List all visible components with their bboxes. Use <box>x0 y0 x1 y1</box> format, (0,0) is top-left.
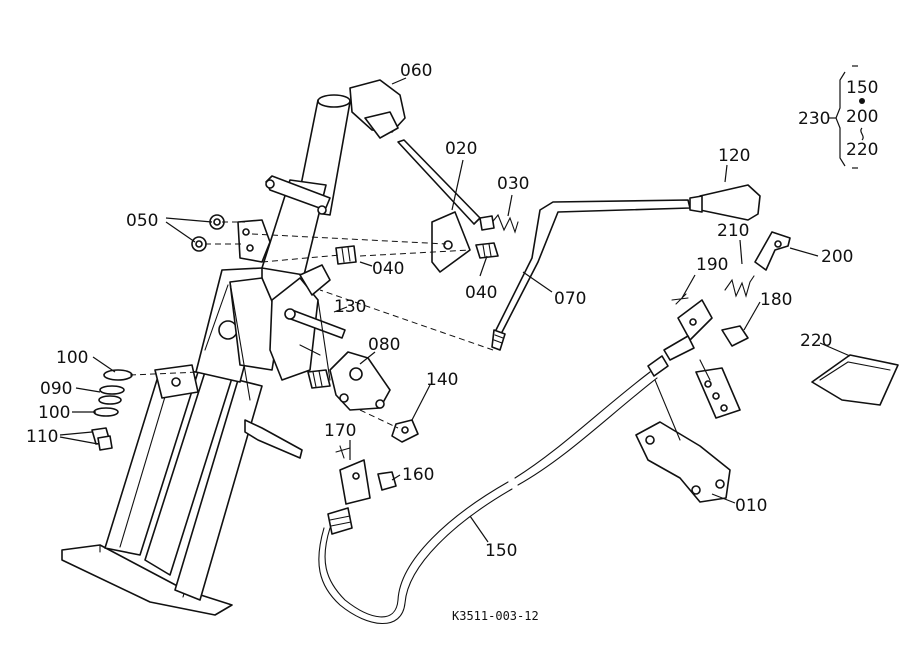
label-060: 060 <box>400 61 432 81</box>
label-100-bottom: 100 <box>38 403 70 423</box>
label-070: 070 <box>554 289 586 309</box>
lever-linkage <box>191 79 519 273</box>
label-040-left: 040 <box>372 259 404 279</box>
label-210: 210 <box>717 221 749 241</box>
label-140: 140 <box>426 370 458 390</box>
kit-parent-label: 230 <box>798 109 830 129</box>
label-020: 020 <box>445 139 477 159</box>
label-090: 090 <box>40 379 72 399</box>
cable-assembly <box>635 231 899 503</box>
label-190: 190 <box>696 255 728 275</box>
label-160: 160 <box>402 465 434 485</box>
label-150: 150 <box>485 541 517 561</box>
shift-rod <box>319 184 761 351</box>
label-030: 030 <box>497 174 529 194</box>
leader-lines <box>59 77 851 543</box>
long-cable <box>318 371 658 625</box>
kit-item-200: 200 <box>846 107 878 127</box>
label-100-top: 100 <box>56 348 88 368</box>
drawing-code: K3511-003-12 <box>452 609 539 623</box>
label-200: 200 <box>821 247 853 267</box>
bracket-plate <box>307 351 419 443</box>
label-010: 010 <box>735 496 767 516</box>
kit-legend: 230 150 200 220 <box>798 65 878 169</box>
label-040-right: 040 <box>465 283 497 303</box>
label-120: 120 <box>718 146 750 166</box>
pedal-column-assembly <box>61 94 351 616</box>
label-050: 050 <box>126 211 158 231</box>
label-220-plate: 220 <box>800 331 832 351</box>
washer-stack <box>91 369 201 451</box>
kit-item-220: 220 <box>846 140 878 160</box>
label-080: 080 <box>368 335 400 355</box>
label-130: 130 <box>334 297 366 317</box>
kit-item-150: 150 <box>846 78 878 98</box>
label-180: 180 <box>760 290 792 310</box>
part-labels: 060 020 030 120 050 040 040 070 210 200 … <box>26 61 853 561</box>
label-170: 170 <box>324 421 356 441</box>
label-110: 110 <box>26 427 58 447</box>
